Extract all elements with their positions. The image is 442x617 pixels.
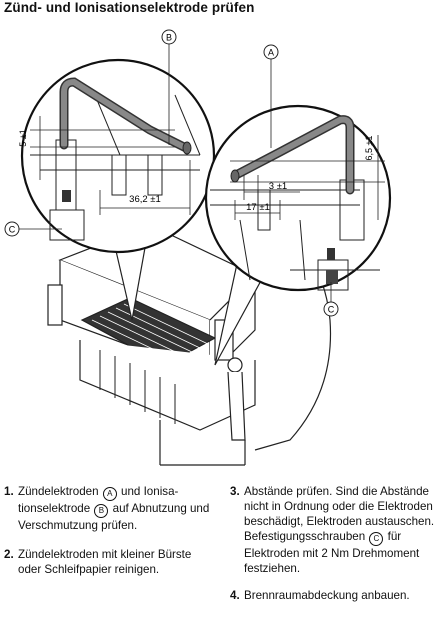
page-title: Zünd- und Ionisationselektrode prüfen <box>4 0 255 15</box>
step-3: 3. Abstände prüfen. Sind die Abstände ni… <box>230 485 435 575</box>
instruction-column-left: 1. Zündelektroden A und Ionisa-tionselek… <box>4 484 214 591</box>
instruction-column-right: 3. Abstände prüfen. Sind die Abstände ni… <box>230 484 440 617</box>
step-2: 2. Zündelektroden mit kleiner Bürste ode… <box>4 548 192 576</box>
detail-bubble-right: 6,5 ±1 3 ±1 17 ±1 <box>204 104 392 292</box>
callout-ref-b: B <box>94 504 109 518</box>
dimension-17: 17 ±1 <box>246 202 270 213</box>
callout-b: B <box>161 29 177 145</box>
callout-c-right: C <box>323 282 339 317</box>
detail-bubble-left: 5 ±1 36,2 ±1 <box>18 58 216 254</box>
dimension-3: 3 ±1 <box>269 181 287 192</box>
callout-b-label: B <box>166 33 172 43</box>
callout-c-left: C <box>4 221 62 237</box>
electrode-technical-drawing: 5 ±1 36,2 ±1 <box>4 29 392 466</box>
dimension-5: 5 ±1 <box>18 129 28 146</box>
callout-a-label: A <box>268 48 274 58</box>
callout-c-right-label: C <box>328 305 335 315</box>
callout-ref-a: A <box>102 487 117 501</box>
step-1: 1. Zündelektroden A und Ionisa-tionselek… <box>4 485 210 532</box>
dimension-6-5: 6,5 ±1 <box>364 136 374 161</box>
step-4: 4. Brennraumabdeckung anbauen. <box>230 589 410 602</box>
callout-a: A <box>263 44 279 148</box>
callout-ref-c: C <box>369 532 384 546</box>
callout-c-left-label: C <box>9 225 16 235</box>
dimension-36-2: 36,2 ±1 <box>129 194 161 205</box>
